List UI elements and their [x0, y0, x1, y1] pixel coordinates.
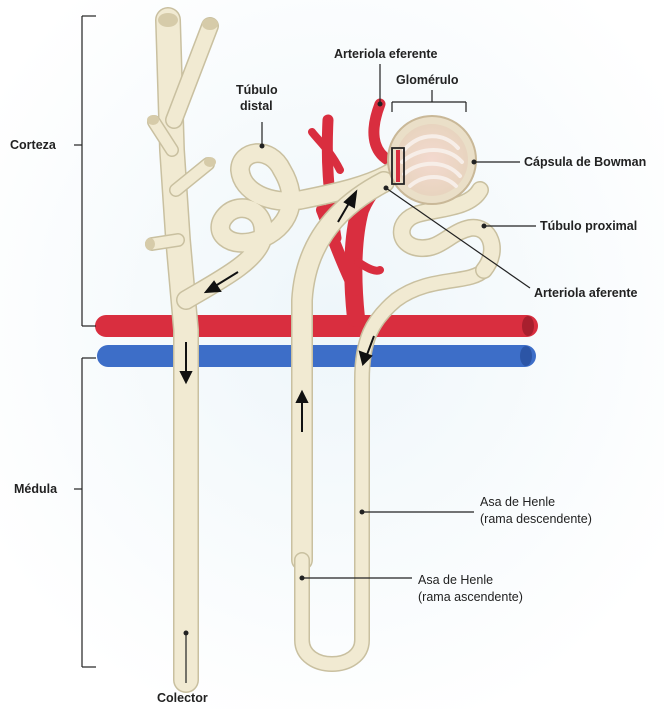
label-henle-desc-1: Asa de Henle: [480, 495, 555, 509]
label-glomerulo: Glomérulo: [396, 73, 459, 87]
label-henle-desc-2: (rama descendente): [480, 512, 592, 526]
label-tubulo-proximal: Túbulo proximal: [540, 219, 637, 233]
label-corteza: Corteza: [10, 138, 57, 152]
label-henle-asc-2: (rama ascendente): [418, 590, 523, 604]
label-colector: Colector: [157, 691, 208, 705]
label-medula: Médula: [14, 482, 58, 496]
label-tubulo-distal-2: distal: [240, 99, 273, 113]
label-arteriola-aferente: Arteriola aferente: [534, 286, 638, 300]
label-henle-asc-1: Asa de Henle: [418, 573, 493, 587]
vein-end: [520, 346, 532, 366]
artery-end: [522, 316, 534, 336]
glomerulus: [388, 116, 476, 204]
label-tubulo-distal-1: Túbulo: [236, 83, 278, 97]
label-arteriola-eferente: Arteriola eferente: [334, 47, 438, 61]
label-capsula-bowman: Cápsula de Bowman: [524, 155, 646, 169]
